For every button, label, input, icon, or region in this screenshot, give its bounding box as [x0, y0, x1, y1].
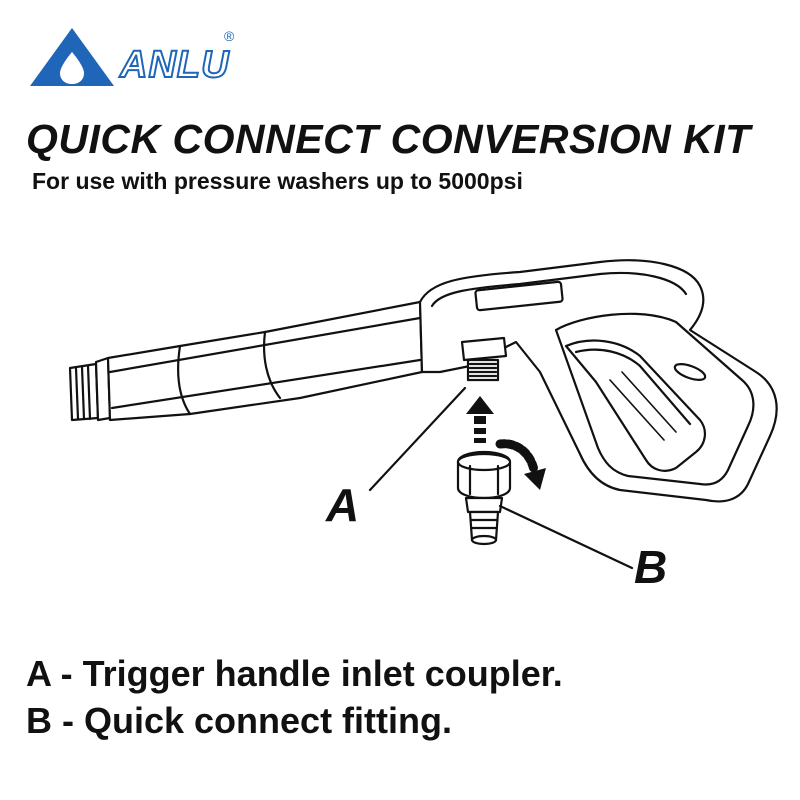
gun-handle-illustration [418, 259, 778, 503]
up-arrow-icon [466, 396, 494, 443]
leader-line-a [368, 386, 467, 492]
brand-name: ANLU [119, 43, 230, 87]
legend-item-b: B - Quick connect fitting. [26, 700, 453, 741]
page-subtitle: For use with pressure washers up to 5000… [32, 168, 523, 194]
legend: A - Trigger handle inlet coupler. B - Qu… [26, 650, 563, 744]
inlet-coupler-illustration [460, 336, 508, 382]
page-title: QUICK CONNECT CONVERSION KIT [26, 116, 751, 162]
water-drop-triangle-icon [30, 28, 114, 86]
callout-b-label: B [634, 541, 668, 593]
trigger-gun-diagram [68, 259, 778, 570]
leader-line-b [498, 504, 634, 570]
legend-item-a: A - Trigger handle inlet coupler. [26, 653, 563, 694]
registered-mark: ® [224, 28, 235, 44]
rotate-arrow-icon [495, 439, 546, 490]
outlet-nut-illustration [68, 356, 112, 422]
callout-a-label: A [326, 479, 360, 531]
gun-barrel-illustration [106, 300, 424, 422]
quick-connect-fitting-illustration [456, 450, 512, 546]
